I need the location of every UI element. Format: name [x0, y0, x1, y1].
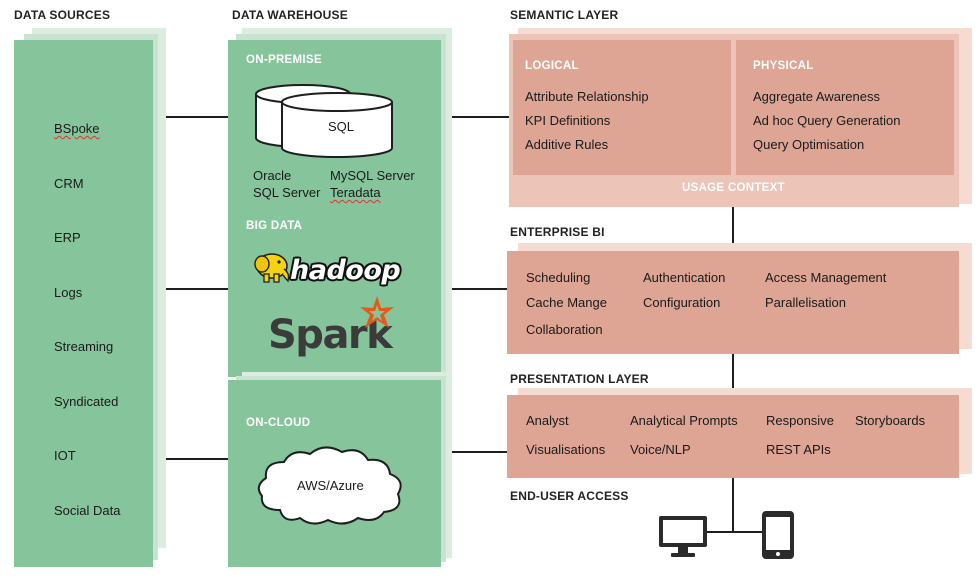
enterprise-bi-header: ENTERPRISE BI — [510, 225, 605, 239]
database-name: MySQL Server — [330, 168, 415, 183]
presentation-item: Storyboards — [855, 413, 926, 428]
physical-item: Aggregate Awareness — [753, 89, 880, 104]
cloud-label: AWS/Azure — [297, 478, 364, 493]
connector-line — [153, 116, 229, 118]
enterprise-bi-item: Cache Mange — [526, 295, 607, 310]
enterprise-bi-item: Configuration — [643, 295, 721, 310]
data-warehouse-header: DATA WAREHOUSE — [232, 8, 348, 22]
enterprise-bi-item: Collaboration — [526, 322, 603, 337]
data-sources-panel — [14, 40, 153, 567]
physical-label: PHYSICAL — [753, 60, 814, 72]
presentation-item: Visualisations — [526, 442, 606, 457]
database-name: Oracle — [253, 168, 292, 183]
physical-item: Ad hoc Query Generation — [753, 113, 901, 128]
presentation-item: Voice/NLP — [630, 442, 691, 457]
data-source-item: Logs — [54, 285, 83, 300]
physical-item: Query Optimisation — [753, 137, 865, 152]
connector-line — [153, 458, 229, 460]
usage-context-label: USAGE CONTEXT — [682, 182, 785, 194]
connector-line — [707, 531, 763, 533]
data-source-item: CRM — [54, 176, 84, 191]
database-name: SQL Server — [253, 185, 321, 200]
data-sources-header: DATA SOURCES — [14, 8, 111, 22]
database-name: Teradata — [330, 185, 381, 200]
connector-line — [732, 207, 734, 245]
presentation-item: REST APIs — [766, 442, 831, 457]
enterprise-bi-item: Authentication — [643, 270, 726, 285]
presentation-panel — [507, 395, 959, 478]
hadoop-logo: hadoop — [290, 255, 401, 286]
enterprise-bi-item: Access Management — [765, 270, 887, 285]
data-source-item: ERP — [54, 230, 81, 245]
connector-line — [732, 478, 734, 532]
connector-line — [153, 288, 229, 290]
data-source-item: IOT — [54, 448, 76, 463]
connector-line — [441, 116, 509, 118]
logical-item: Attribute Relationship — [525, 89, 649, 104]
big-data-label: BIG DATA — [246, 220, 303, 232]
cloud-icon — [257, 446, 402, 525]
logical-item: Additive Rules — [525, 137, 609, 152]
semantic-layer-header: SEMANTIC LAYER — [510, 8, 619, 22]
on-premise-label: ON-PREMISE — [246, 54, 322, 66]
enterprise-bi-item: Parallelisation — [765, 295, 846, 310]
mobile-phone-icon — [762, 511, 794, 559]
data-source-item: Streaming — [54, 339, 114, 354]
connector-line — [441, 451, 509, 453]
connector-line — [441, 288, 509, 290]
spark-star-icon — [360, 296, 394, 328]
data-source-item: Syndicated — [54, 394, 119, 409]
logical-item: KPI Definitions — [525, 113, 611, 128]
presentation-item: Responsive — [766, 413, 834, 428]
data-source-item: BSpoke — [54, 121, 100, 136]
enterprise-bi-panel — [507, 251, 959, 354]
database-cylinder-icon — [255, 84, 393, 158]
presentation-item: Analytical Prompts — [630, 413, 738, 428]
enterprise-bi-item: Scheduling — [526, 270, 591, 285]
on-cloud-label: ON-CLOUD — [246, 417, 311, 429]
connector-line — [732, 354, 734, 390]
physical-panel — [736, 40, 954, 175]
sql-label: SQL — [328, 119, 355, 134]
logical-panel — [513, 40, 731, 175]
logical-label: LOGICAL — [525, 60, 579, 72]
end-user-access-header: END-USER ACCESS — [510, 489, 629, 503]
presentation-layer-header: PRESENTATION LAYER — [510, 372, 649, 386]
presentation-item: Analyst — [526, 413, 569, 428]
desktop-monitor-icon — [659, 516, 707, 557]
hadoop-elephant-icon — [254, 253, 290, 283]
data-source-item: Social Data — [54, 503, 121, 518]
